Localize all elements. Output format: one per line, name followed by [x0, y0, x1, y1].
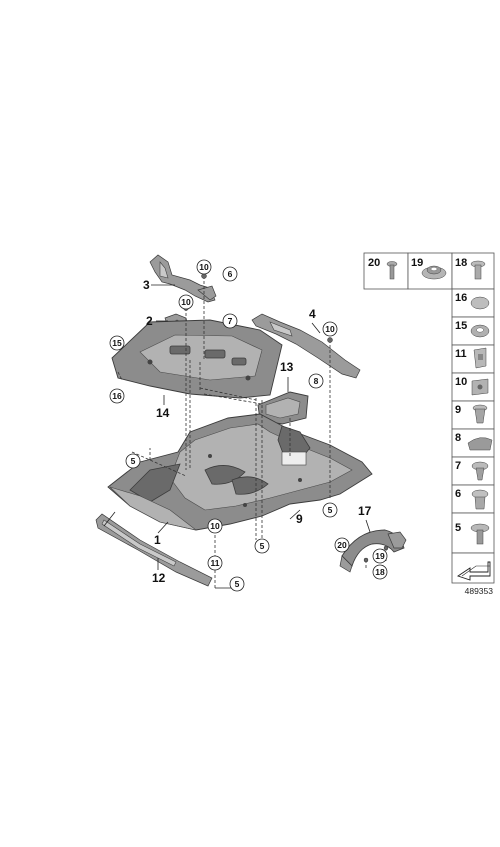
- circled-ref-5: 5: [254, 538, 270, 554]
- callout-3: 3: [143, 278, 150, 292]
- callout-2: 2: [146, 314, 153, 328]
- svg-text:10: 10: [325, 324, 335, 334]
- leader-lines: [103, 284, 371, 589]
- callout-1: 1: [154, 533, 161, 547]
- panel-label-11: 11: [455, 348, 467, 360]
- svg-text:11: 11: [211, 558, 220, 568]
- svg-text:15: 15: [112, 338, 122, 348]
- panel-label-16: 16: [455, 292, 467, 304]
- panel-label-6: 6: [455, 488, 461, 500]
- clip-nut-part-6-icon: [471, 489, 489, 510]
- circled-ref-18: 18: [372, 564, 388, 580]
- panel-label-20: 20: [368, 257, 380, 269]
- circled-ref-20: 20: [334, 537, 350, 553]
- svg-text:19: 19: [375, 551, 385, 561]
- screw-part-5-icon: [470, 523, 490, 545]
- circled-ref-10: 10: [207, 518, 223, 534]
- callout-9: 9: [296, 512, 303, 526]
- panel-label-5: 5: [455, 522, 461, 534]
- panel-label-7: 7: [455, 460, 461, 472]
- clip-part-7-icon: [471, 461, 489, 481]
- wheel-arch-liner-part-17: [339, 529, 407, 573]
- svg-text:7: 7: [228, 316, 233, 326]
- screw-part-20-icon: [386, 261, 398, 280]
- svg-text:5: 5: [328, 505, 333, 515]
- callout-4: 4: [309, 307, 316, 321]
- circled-ref-16: 16: [109, 388, 125, 404]
- rivet-part-18-icon: [470, 260, 486, 280]
- callout-14: 14: [156, 406, 170, 420]
- svg-text:10: 10: [181, 297, 191, 307]
- circled-ref-10: 10: [178, 294, 194, 310]
- circled-ref-5: 5: [322, 502, 338, 518]
- panel-label-18: 18: [455, 257, 467, 269]
- panel-label-15: 15: [455, 320, 467, 332]
- rear-underbody-shield-part-14: [111, 319, 283, 399]
- svg-text:5: 5: [235, 579, 240, 589]
- diagram-reference-number: 489353: [465, 586, 494, 596]
- main-underbody-shield-part-1: [107, 413, 373, 531]
- fastener-parts-panel: 20 19 18 16 15 11 10: [363, 252, 495, 584]
- circled-ref-10: 10: [322, 321, 338, 337]
- circled-ref-19: 19: [372, 548, 388, 564]
- clip-part-11-icon: [473, 347, 487, 369]
- callout-13: 13: [280, 360, 294, 374]
- circled-ref-6: 6: [222, 266, 238, 282]
- svg-text:16: 16: [112, 391, 122, 401]
- callout-17: 17: [358, 504, 372, 518]
- circled-ref-15: 15: [109, 335, 125, 351]
- svg-text:5: 5: [131, 456, 136, 466]
- svg-text:10: 10: [199, 262, 209, 272]
- pad-part-8-icon: [467, 437, 493, 451]
- flange-nut-part-19-icon: [421, 265, 447, 280]
- circled-ref-8: 8: [308, 373, 324, 389]
- svg-text:6: 6: [228, 269, 233, 279]
- circled-ref-10: 10: [196, 259, 212, 275]
- circled-ref-5: 5: [125, 453, 141, 469]
- circled-ref-7: 7: [222, 313, 238, 329]
- circled-references: 10 6 10 7 15 16 10 8 5 5 10 5 11 5 20 19…: [109, 259, 388, 592]
- expanding-rivet-part-9-icon: [472, 404, 488, 424]
- bracket-part-3: [149, 254, 217, 303]
- callout-labels: 3 2 14 4 13 1 12 9 17: [143, 278, 372, 585]
- brace-strip-part-4: [251, 313, 361, 379]
- cap-part-16-icon: [470, 296, 490, 310]
- callout-12: 12: [152, 571, 166, 585]
- svg-text:20: 20: [337, 540, 347, 550]
- svg-text:8: 8: [314, 376, 319, 386]
- view-direction-arrow-icon: [456, 561, 491, 581]
- spring-nut-part-10-icon: [471, 378, 489, 396]
- panel-label-9: 9: [455, 404, 461, 416]
- svg-text:10: 10: [210, 521, 220, 531]
- front-strip-part-12: [95, 513, 213, 587]
- svg-text:5: 5: [260, 541, 265, 551]
- panel-label-10: 10: [455, 376, 467, 388]
- panel-label-8: 8: [455, 432, 461, 444]
- svg-text:18: 18: [375, 567, 385, 577]
- circled-ref-11: 11: [207, 555, 223, 571]
- panel-label-19: 19: [411, 257, 423, 269]
- circled-ref-5: 5: [229, 576, 245, 592]
- grommet-part-15-icon: [470, 324, 490, 338]
